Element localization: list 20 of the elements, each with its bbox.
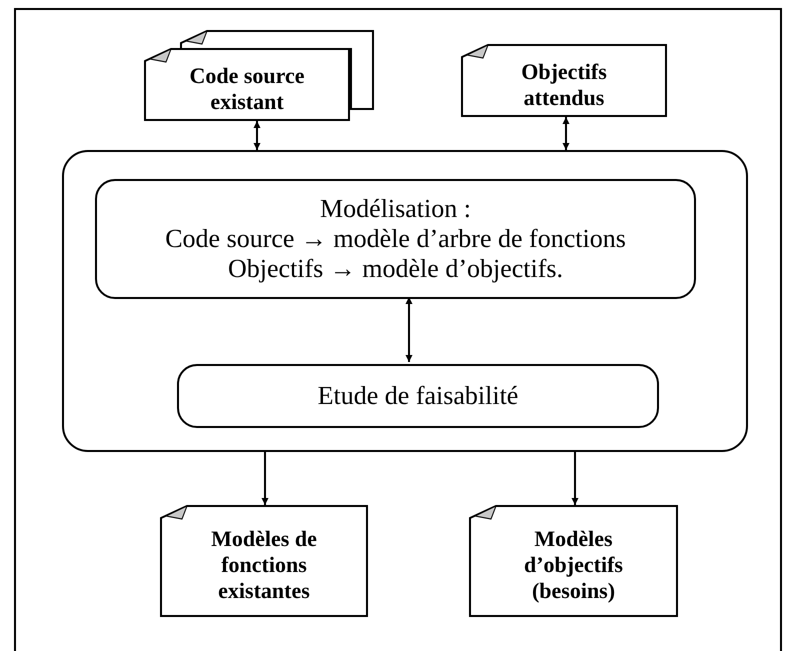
node-text: Objectifs → modèle d’objectifs. (228, 254, 564, 284)
process-box (95, 179, 696, 299)
node-text: Code source → modèle d’arbre de fonctions (165, 224, 626, 254)
document-shape (144, 48, 350, 121)
container-box (62, 150, 748, 452)
arrow (406, 297, 412, 362)
arrow (562, 117, 570, 150)
node-text: Modèles d’objectifs (besoins) (523, 526, 624, 604)
arrow (572, 452, 578, 505)
arrow (254, 121, 260, 150)
document-shape (461, 44, 667, 117)
document-shape (160, 505, 368, 617)
node-text: Code source existant (188, 62, 306, 114)
arrow (262, 452, 268, 505)
process-box (177, 364, 659, 428)
node-text: Objectifs attendus (520, 58, 608, 110)
document-shape (469, 505, 678, 617)
node-text: Etude de faisabilité (318, 381, 518, 411)
node-text: Modélisation : (320, 194, 471, 224)
node-text: Modèles de fonctions existantes (210, 526, 318, 604)
